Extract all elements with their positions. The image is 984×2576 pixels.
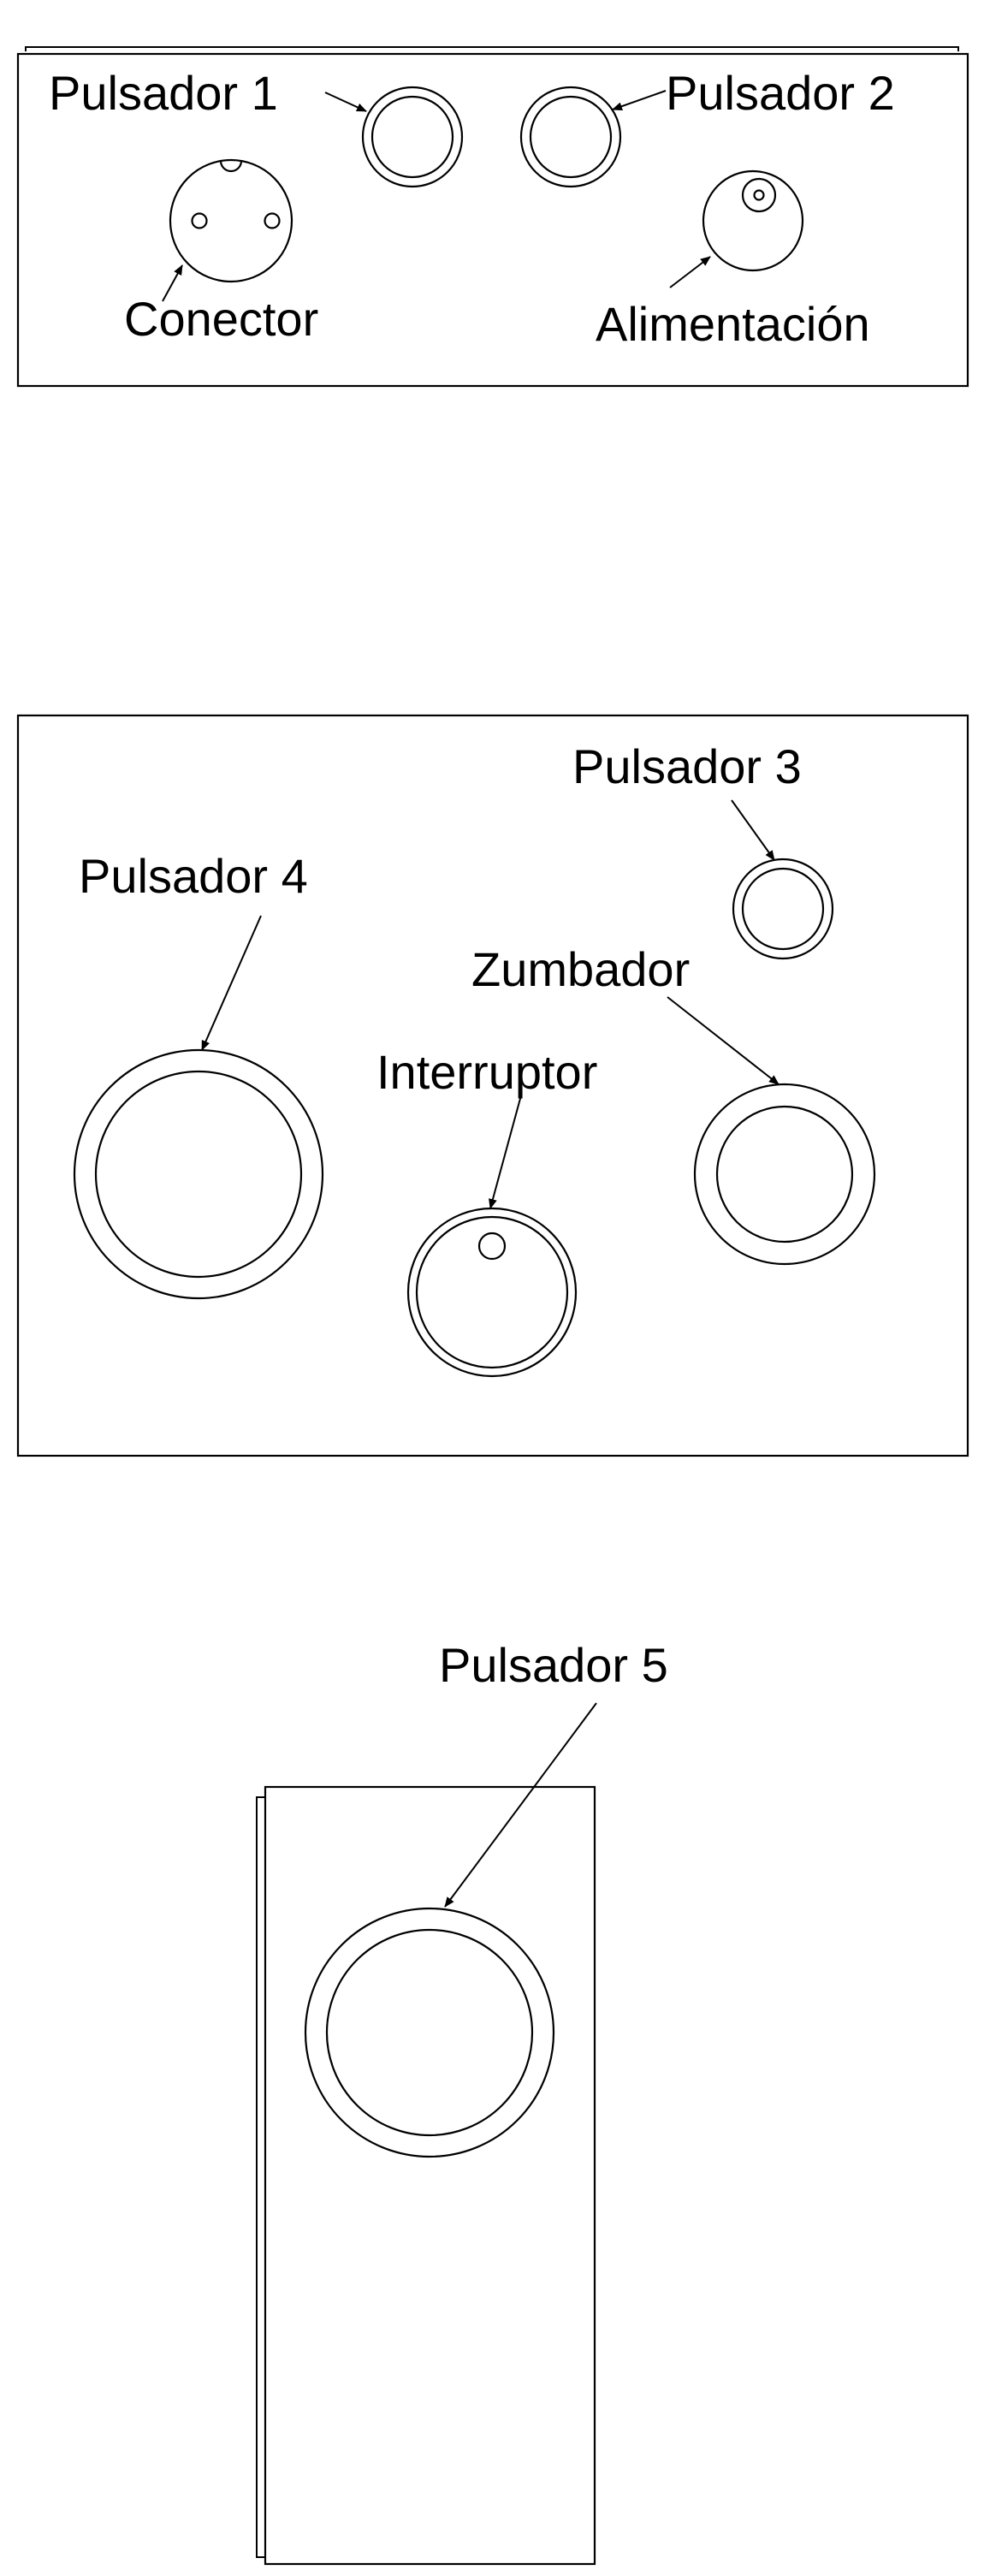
pulsador-5-label: Pulsador 5 [439,1638,668,1692]
pulsador-4 [73,1048,324,1300]
pulsador-5-leader [444,1702,597,1908]
panel-top: Pulsador 1 Pulsador 2 Conector Alimentac… [16,46,969,388]
panel-middle: Pulsador 3 Pulsador 4 Zumbador Interrupt… [16,714,969,1457]
pulsador-2-leader [612,90,667,111]
interruptor [406,1207,578,1378]
zumbador [693,1083,876,1266]
pulsador-3-leader [731,799,775,861]
panel-middle-outline [16,714,969,1457]
panel-bottom-outline [264,1785,596,2566]
panel-bottom: Pulsador 5 [256,1638,668,2566]
panel-bottom-side-edge [256,1796,265,2558]
conector-label: Conector [124,292,318,346]
pulsador-2 [519,86,622,188]
conector [169,158,293,283]
panel-top-outline [16,52,969,388]
alimentacion [702,169,804,272]
interruptor-leader [489,1095,522,1209]
alimentacion-label: Alimentación [596,297,870,351]
interruptor-label: Interruptor [376,1045,597,1099]
pulsador-2-label: Pulsador 2 [666,66,895,120]
pulsador-1-leader [324,92,367,112]
pulsador-1 [361,86,464,188]
pulsador-3 [732,858,834,960]
alimentacion-leader [669,256,711,288]
conector-leader [162,264,183,302]
pulsador-4-leader [201,915,262,1051]
pulsador-1-label: Pulsador 1 [49,66,278,120]
panel-top-back-edge [25,46,959,51]
zumbador-label: Zumbador [471,942,690,996]
pulsador-4-label: Pulsador 4 [79,849,308,903]
pulsador-3-label: Pulsador 3 [572,739,802,793]
pulsador-5 [304,1907,555,2158]
zumbador-leader [667,996,779,1085]
